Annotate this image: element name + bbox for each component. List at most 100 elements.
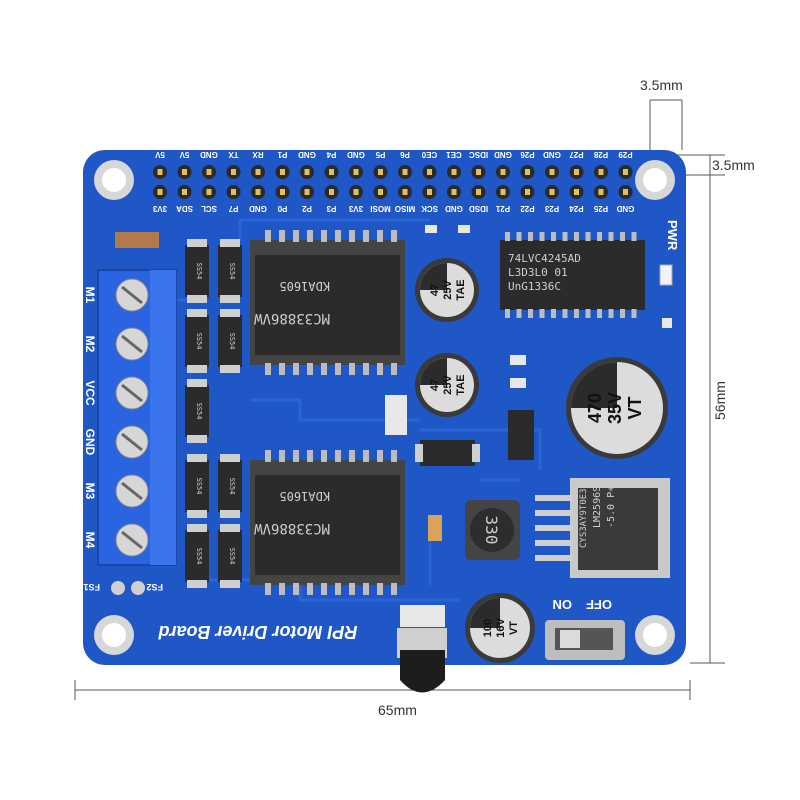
diode-label: SS54 [195, 403, 203, 420]
diode-label: SS54 [228, 478, 236, 495]
gpio-top-label: IDSC [469, 150, 488, 159]
fuse-2-label: FS2 [146, 582, 163, 592]
logic-chip-line1: 74LVC4245AD [508, 252, 581, 265]
gpio-bottom-label: GND [616, 204, 634, 213]
capacitor-label: 470 [585, 393, 605, 423]
diode [185, 315, 209, 367]
gpio-top-label: TX [228, 150, 239, 159]
diode-label: SS54 [195, 333, 203, 350]
gpio-bottom-label: P7 [228, 204, 238, 213]
gpio-bottom-label: MISO [395, 204, 415, 213]
dim-height: 56mm [712, 381, 728, 420]
diode [218, 245, 242, 297]
fuse-pads [111, 581, 145, 595]
capacitor-label: 25V [442, 280, 454, 300]
terminal-label: M3 [83, 483, 97, 500]
gpio-bottom-label: P24 [569, 204, 584, 213]
diode-right [508, 410, 534, 460]
driver-1-bottom-text: MC33886VW [254, 310, 330, 326]
terminal-label: GND [83, 429, 97, 456]
gpio-bottom-label: 3V3 [348, 204, 363, 213]
gpio-bottom-label: MOSI [370, 204, 390, 213]
gpio-top-label: P26 [520, 150, 535, 159]
diode [185, 385, 209, 437]
inductor [465, 500, 520, 560]
gpio-top-label: GND [200, 150, 218, 159]
gpio-top-label: GND [298, 150, 316, 159]
diode-label: SS54 [195, 263, 203, 280]
gpio-bottom-label: 3V3 [152, 204, 167, 213]
diode-label: SS54 [195, 478, 203, 495]
board-title: RPI Motor Driver Board [157, 622, 357, 642]
gpio-bottom-label: P0 [277, 204, 287, 213]
gpio-top-label: CE0 [421, 150, 437, 159]
gpio-bottom-label: GND [249, 204, 267, 213]
diode-center [420, 440, 475, 466]
pwr-led [659, 264, 673, 286]
pwr-label: PWR [665, 220, 680, 251]
gpio-top-label: 5V [179, 150, 189, 159]
terminal-label: M1 [83, 287, 97, 304]
gpio-top-label: 5V [154, 150, 164, 159]
regulator-line2: -5.0 P+ [606, 486, 617, 528]
logic-chip-line2: L3D3L0 01 [508, 266, 568, 279]
capacitor-label: 47 [429, 379, 441, 391]
dim-top-x: 3.5mm [640, 77, 683, 93]
capacitor-label: 25V [442, 375, 454, 395]
terminal-label: VCC [83, 380, 97, 406]
gpio-top-label: GND [543, 150, 561, 159]
capacitor-label: VT [625, 396, 645, 419]
terminal-label: M4 [83, 532, 97, 549]
diode [218, 460, 242, 512]
gpio-bottom-label: SCL [201, 204, 217, 213]
capacitor-label: 100 [482, 619, 494, 637]
terminal-label: M2 [83, 336, 97, 353]
terminal-screws [115, 278, 149, 557]
gpio-header [153, 165, 633, 199]
diode [185, 460, 209, 512]
inductor-label: 330 [482, 516, 501, 545]
gpio-bottom-label: P21 [495, 204, 510, 213]
gpio-bottom-label: P23 [544, 204, 559, 213]
screw-slot [121, 530, 143, 550]
smd-components [115, 225, 672, 627]
diode-label: SS54 [228, 333, 236, 350]
transistor [397, 628, 447, 693]
power-switch [545, 620, 625, 660]
gpio-bottom-label: IDSD [469, 204, 488, 213]
diode [218, 315, 242, 367]
capacitor-label: VT [508, 621, 520, 635]
gpio-top-label: P27 [569, 150, 584, 159]
fuse-1-label: FS1 [83, 582, 100, 592]
diode-label: SS54 [195, 548, 203, 565]
driver-1-top-text: KDA1605 [279, 279, 330, 293]
gpio-top-label: P4 [326, 150, 336, 159]
driver-2-bottom-text: MC33886VW [254, 520, 330, 536]
regulator-line1: LM2596S [592, 486, 603, 528]
motor-driver-2 [250, 460, 405, 585]
screw-slot [121, 432, 143, 452]
dim-width: 65mm [378, 702, 417, 718]
capacitor-label: 47 [429, 284, 441, 296]
motor-driver-1 [250, 240, 405, 365]
dimension-lines [74, 99, 725, 700]
gpio-top-label: RX [252, 150, 264, 159]
screw-slot [121, 383, 143, 403]
regulator-line3: CYS3AY9T0E3 [579, 488, 589, 548]
gpio-top-label: GND [494, 150, 512, 159]
logic-chip-pins [505, 232, 637, 318]
gpio-bottom-label: P25 [593, 204, 608, 213]
switch-off-label: OFF [586, 597, 612, 612]
diode-label: SS54 [228, 548, 236, 565]
gpio-bottom-label: P2 [302, 204, 312, 213]
voltage-regulator [535, 478, 670, 578]
capacitor-label: 35V [605, 392, 625, 424]
diode [185, 245, 209, 297]
driver-pins [265, 230, 397, 595]
